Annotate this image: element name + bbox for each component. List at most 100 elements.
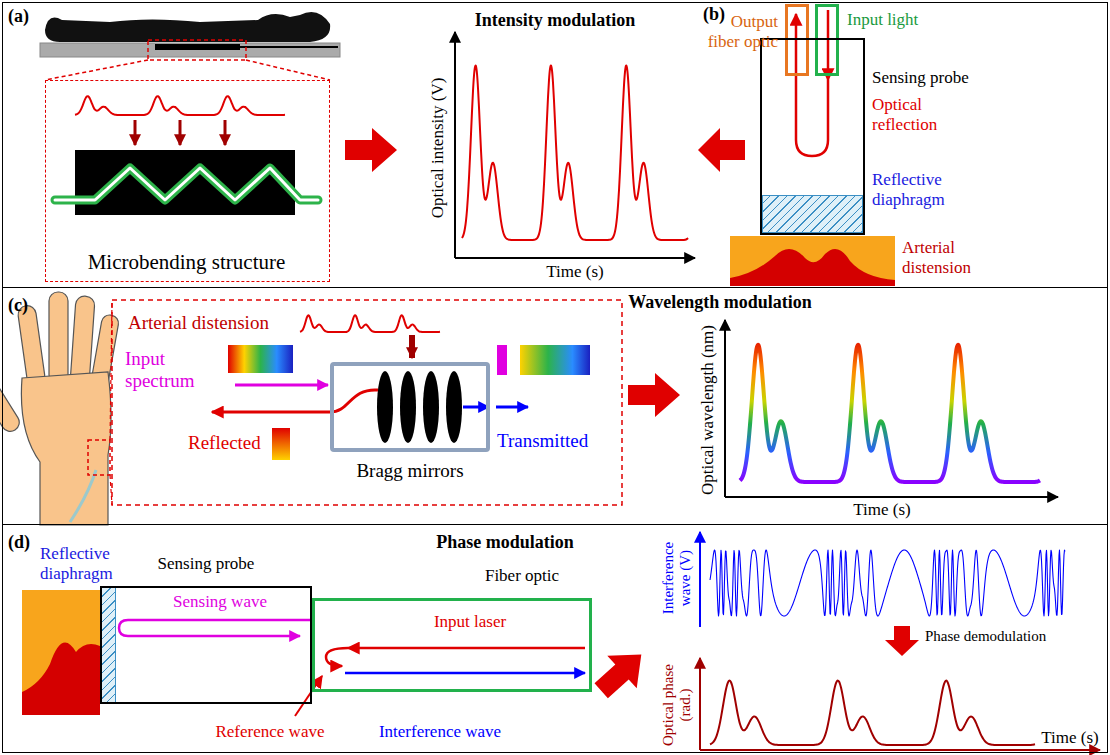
- hand: [21, 372, 111, 525]
- microbending-sensor: [179, 120, 182, 145]
- interference-signal: [710, 550, 1065, 616]
- node-label: Input light: [847, 10, 967, 30]
- light-label: Reference wave: [195, 722, 345, 742]
- light-label: Interference wave: [360, 722, 520, 742]
- node-label: Fiber optic: [452, 566, 592, 586]
- bragg-grating: [272, 428, 290, 460]
- chart-axis: [699, 532, 701, 627]
- bragg-grating: [497, 345, 507, 375]
- patient-on-bed: [40, 43, 340, 57]
- node-label: Sensing probe: [100, 554, 312, 574]
- phase-curve: [710, 681, 1035, 745]
- chart-axis: [700, 532, 1100, 750]
- bragg-grating: [446, 371, 462, 443]
- light-path: [796, 14, 828, 156]
- chart-axis: [455, 32, 695, 258]
- light-path: [796, 10, 828, 156]
- node-label: Bragg mirrors: [330, 460, 490, 482]
- pulse-wave: [75, 96, 285, 115]
- step-label: Phase demodulation: [925, 628, 1085, 645]
- node-label: Reflective diaphragm: [40, 544, 130, 583]
- patient-on-bed: [45, 12, 330, 42]
- light-label: Transmitted: [497, 430, 607, 452]
- light-path: [326, 648, 348, 666]
- panel-title: (b): [703, 4, 733, 25]
- axis-label: Interference wave (V): [660, 528, 695, 628]
- bragg-grating: [228, 345, 293, 373]
- light-path: [295, 676, 322, 716]
- block-arrow: [628, 373, 680, 417]
- node-label: Sensing probe: [872, 68, 1012, 88]
- artery-tissue: [22, 590, 100, 715]
- axis-label: Time (s): [852, 500, 912, 520]
- panel-band: (a) Intensity modulation(b) Microbending s…: [2, 2, 1108, 288]
- node-label: Reflective diaphragm: [872, 170, 972, 209]
- node-label: Output fiber optic: [700, 12, 778, 51]
- bragg-grating: [235, 384, 328, 387]
- microbending-sensor: [55, 168, 318, 200]
- reflective-diaphragm: Reflective diaphragm: [100, 586, 116, 704]
- panel-letter: (c): [8, 295, 48, 316]
- pulse-curve: [462, 66, 688, 240]
- light-path: [827, 10, 830, 80]
- zoom-box: Microbending structure: [45, 80, 330, 282]
- axis-label: Optical intensity (V): [428, 48, 448, 248]
- light-label: Sensing wave: [150, 592, 290, 612]
- wrist-sensor: [110, 475, 112, 505]
- light-path: [119, 620, 310, 636]
- patient-on-bed: [148, 40, 246, 60]
- light-path: [348, 647, 585, 650]
- light-path: [119, 620, 585, 716]
- hand: [17, 305, 46, 387]
- input-fiber: Input light: [815, 4, 839, 76]
- axis-label: Optical wavelength (nm): [698, 310, 718, 510]
- block-arrow: [586, 638, 656, 707]
- node-label: Microbending structure: [45, 250, 328, 274]
- bragg-grating: [496, 406, 528, 409]
- bragg-grating: [520, 345, 590, 375]
- hand: [0, 292, 120, 525]
- reflective-diaphragm: Reflective diaphragm: [762, 195, 863, 233]
- microbending-sensor: [55, 168, 318, 200]
- hand: [0, 366, 23, 435]
- patient-on-bed: [246, 60, 330, 80]
- pulse-wave: [300, 315, 440, 332]
- axis-label: Time (s): [1040, 728, 1100, 748]
- block-arrow: [698, 128, 745, 172]
- bragg-grating: [409, 335, 415, 358]
- chart-axis: [455, 257, 695, 259]
- arterial-tissue: Arterial distension: [730, 236, 895, 286]
- panel-letter: (a): [8, 6, 48, 27]
- artery-lump: [730, 236, 895, 286]
- wrist-sensor: [70, 470, 96, 522]
- wrist-sensor: [70, 300, 622, 522]
- signal-curves: [75, 66, 1065, 745]
- node-label: Arterial distension: [902, 238, 1002, 277]
- chart-axis: [725, 320, 1058, 497]
- microbending-sensor: [55, 120, 318, 215]
- bragg-grating-box: Bragg mirrors: [330, 362, 490, 452]
- microbending-sensor: [134, 120, 137, 145]
- bragg-grating: [377, 371, 393, 443]
- bragg-grating: [463, 406, 489, 409]
- bragg-grating: [423, 371, 439, 443]
- chart-axis: [700, 749, 1100, 751]
- hand: [49, 292, 68, 384]
- chart-axis: [454, 32, 456, 258]
- bragg-grating: [400, 371, 416, 443]
- block-arrow: [885, 626, 919, 656]
- chart-axis: [699, 658, 701, 750]
- patient-on-bed: [240, 46, 338, 48]
- hand: [70, 296, 95, 385]
- microbending-sensor: [224, 120, 227, 145]
- panel-title: Intensity modulation: [405, 10, 705, 31]
- panel-title: Wavelength modulation: [570, 292, 870, 313]
- light-label: Reflected: [188, 432, 268, 454]
- wrist-sensor: [88, 440, 110, 475]
- patient-on-bed: [40, 12, 340, 80]
- artery-tissue: [22, 590, 100, 715]
- patient-on-bed: [155, 44, 240, 50]
- patient-on-bed: [45, 60, 148, 80]
- light-path: [345, 672, 585, 675]
